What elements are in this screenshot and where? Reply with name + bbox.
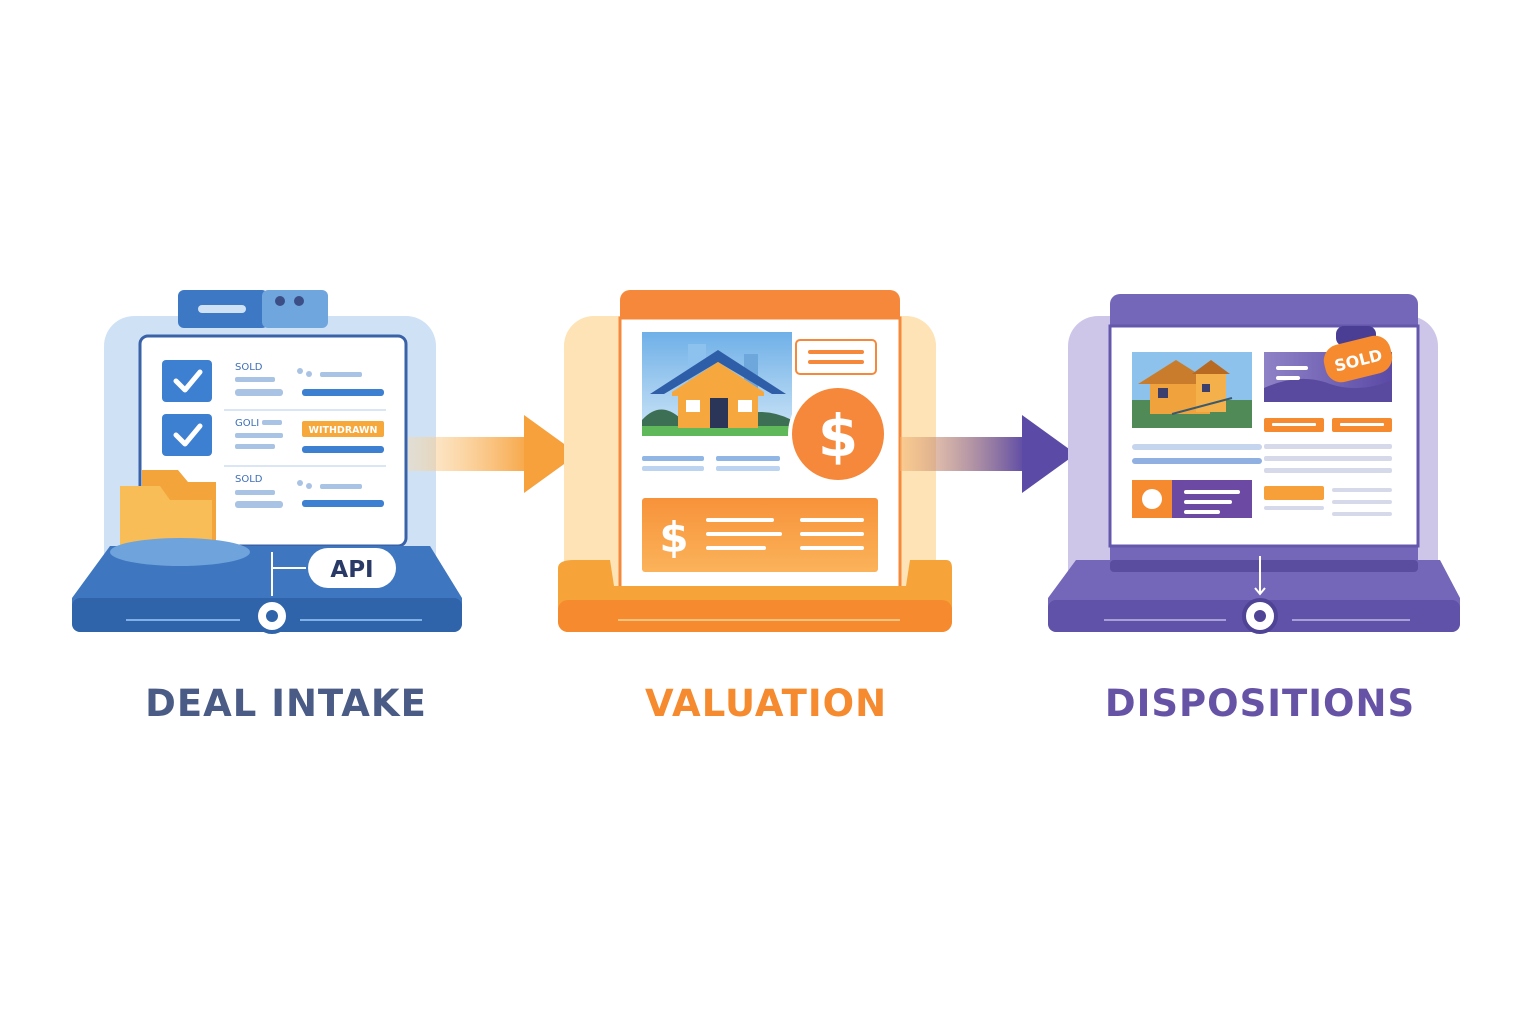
dispositions-stage: SOLD <box>1048 294 1460 634</box>
house-icon <box>642 332 792 436</box>
info-card <box>795 339 877 375</box>
arrow-right-icon <box>900 415 1076 493</box>
withdrawn-badge <box>302 421 384 437</box>
mascot-icon <box>1142 489 1162 509</box>
checkbox-checked-icon[interactable] <box>162 414 212 456</box>
row-tag: SOLD <box>235 362 263 373</box>
svg-text:$: $ <box>818 402 858 470</box>
house-icon <box>1132 352 1252 428</box>
row-tag: GOLI <box>235 418 259 429</box>
intake-row[interactable]: SOLD <box>162 360 384 402</box>
intake-row[interactable]: SOLD <box>235 474 384 508</box>
dollar-sign-icon: $ <box>659 513 688 562</box>
arrow-right-icon <box>408 415 578 493</box>
sold-tag-icon[interactable]: SOLD <box>1320 326 1395 386</box>
api-badge[interactable] <box>308 548 396 588</box>
deal-intake-stage: SOLD GOLI WITHDRAWN SOLD <box>72 290 462 634</box>
checkbox-checked-icon[interactable] <box>162 360 212 402</box>
valuation-stage: $ $ <box>558 290 952 632</box>
dollar-coin-icon: $ <box>788 384 888 484</box>
intake-row[interactable]: GOLI WITHDRAWN <box>162 414 384 456</box>
valuation-label: VALUATION <box>644 682 888 725</box>
deal-intake-label: DEAL INTAKE <box>145 682 427 725</box>
window-tab-dots <box>262 290 328 328</box>
dispositions-label: DISPOSITIONS <box>1104 682 1416 725</box>
api-badge-label: API <box>330 557 373 583</box>
withdrawn-badge-label: WITHDRAWN <box>308 425 377 436</box>
row-tag: SOLD <box>235 474 263 485</box>
